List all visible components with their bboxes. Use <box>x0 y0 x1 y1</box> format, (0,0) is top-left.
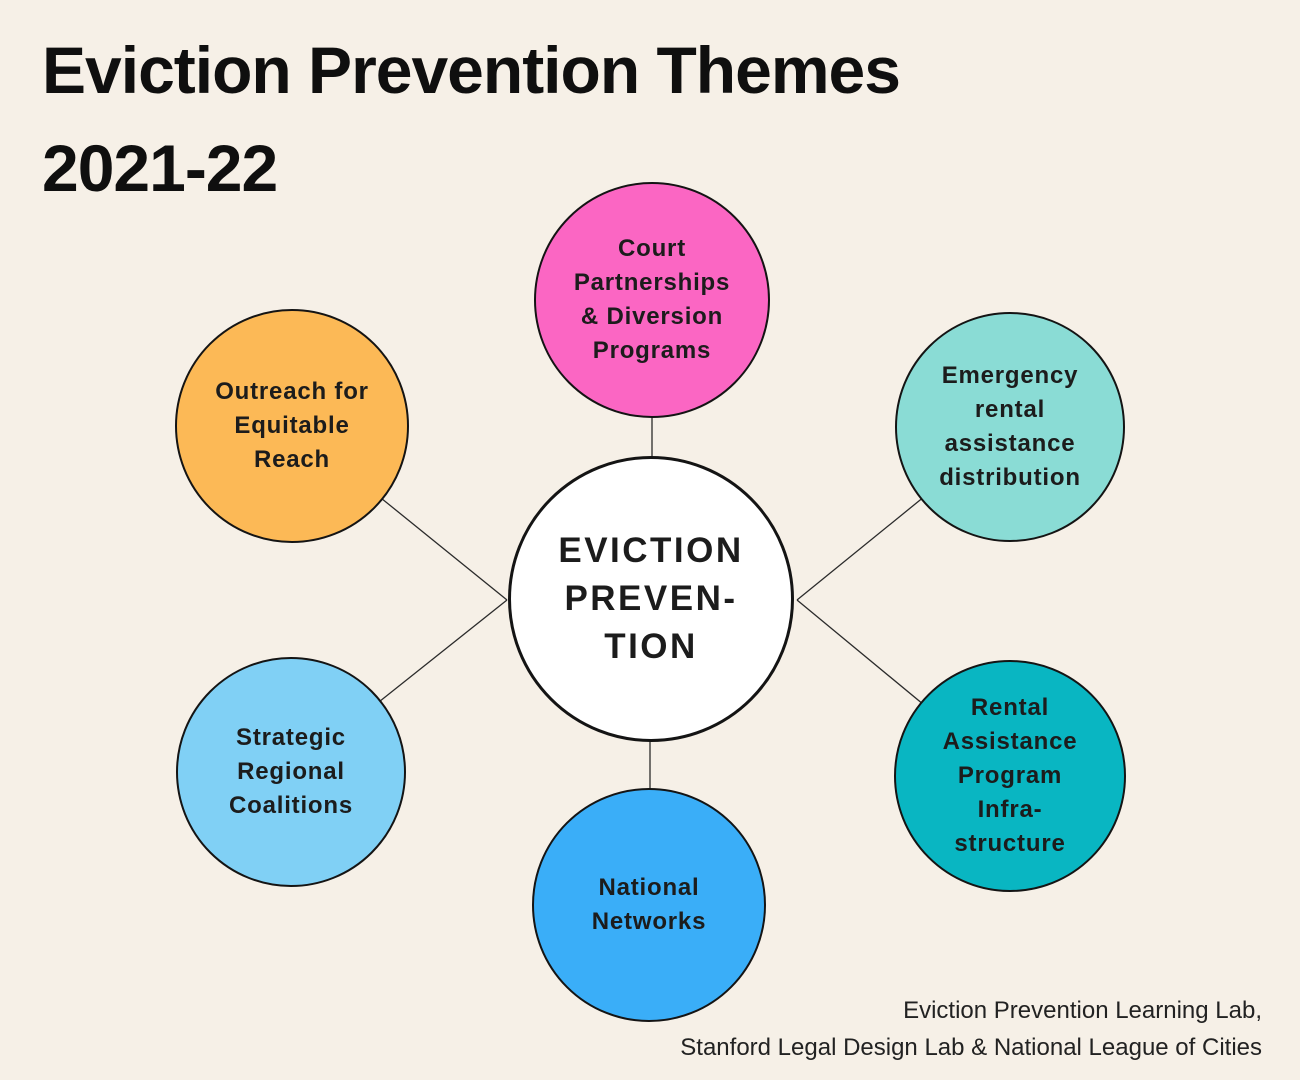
center-node-eviction-prevention: EVICTION PREVEN- TION <box>508 456 794 742</box>
attribution-line2: Stanford Legal Design Lab & National Lea… <box>680 1033 1262 1061</box>
node-outreach-equitable-reach: Outreach for Equitable Reach <box>175 309 409 543</box>
center-node-label: EVICTION PREVEN- TION <box>558 530 744 667</box>
page-title: Eviction Prevention Themes 2021-22 <box>42 22 901 217</box>
node-label: Court Partnerships & Diversion Programs <box>573 234 731 365</box>
node-strategic-regional-coalitions: Strategic Regional Coalitions <box>176 657 406 887</box>
node-national-networks: National Networks <box>532 788 766 1022</box>
node-label: National Networks <box>591 873 707 935</box>
page-title-line1: Eviction Prevention Themes <box>42 33 901 107</box>
node-court-partnerships: Court Partnerships & Diversion Programs <box>534 182 770 418</box>
node-emergency-rental-assistance: Emergency rental assistance distribution <box>895 312 1125 542</box>
attribution-footer: Eviction Prevention Learning Lab, Stanfo… <box>680 992 1262 1066</box>
page-title-line2: 2021-22 <box>42 130 278 205</box>
node-label: Outreach for Equitable Reach <box>215 377 369 474</box>
attribution-line1: Eviction Prevention Learning Lab, <box>903 996 1262 1024</box>
node-rental-assistance-infrastructure: Rental Assistance Program Infra- structu… <box>894 660 1126 892</box>
node-label: Emergency rental assistance distribution <box>939 361 1081 492</box>
node-label: Strategic Regional Coalitions <box>228 723 353 820</box>
node-label: Rental Assistance Program Infra- structu… <box>942 693 1078 858</box>
